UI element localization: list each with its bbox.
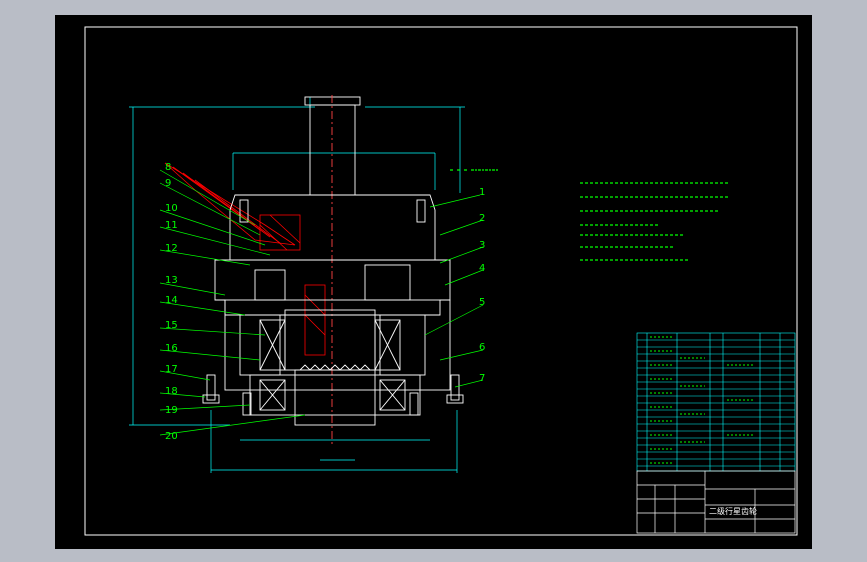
- technical-requirements: [450, 169, 730, 261]
- leader-lines: [159, 169, 484, 436]
- title-block-name: 二级行星齿轮: [709, 506, 757, 516]
- part-number-9: 9: [165, 178, 171, 189]
- part-number-17: 17: [165, 364, 178, 375]
- assembly-drawing: 1 2 3 4 5 6 7 8 9 10 11 12 13 14 15 16 1…: [84, 26, 798, 536]
- parts-list-entries: [650, 336, 755, 464]
- part-number-10: 10: [165, 203, 178, 214]
- title-block: [636, 470, 796, 534]
- part-number-14: 14: [165, 295, 178, 306]
- part-number-8: 8: [165, 162, 171, 173]
- dimension-lines: [129, 97, 465, 473]
- part-number-11: 11: [165, 220, 178, 231]
- drawing-border: [84, 26, 798, 536]
- part-number-19: 19: [165, 405, 178, 416]
- part-number-2: 2: [479, 213, 485, 224]
- part-number-4: 4: [479, 263, 485, 274]
- part-number-18: 18: [165, 386, 178, 397]
- part-number-7: 7: [479, 373, 485, 384]
- section-hatching: [164, 162, 326, 356]
- part-number-15: 15: [165, 320, 178, 331]
- part-number-1: 1: [479, 187, 485, 198]
- part-number-20: 20: [165, 431, 178, 442]
- part-number-labels: 1 2 3 4 5 6 7 8 9 10 11 12 13 14 15 16 1…: [165, 162, 485, 442]
- part-number-13: 13: [165, 275, 178, 286]
- part-number-16: 16: [165, 343, 178, 354]
- assembly-outline: [202, 95, 464, 445]
- drawing-sheet[interactable]: 1 2 3 4 5 6 7 8 9 10 11 12 13 14 15 16 1…: [55, 15, 812, 549]
- part-number-3: 3: [479, 240, 485, 251]
- part-number-5: 5: [479, 297, 485, 308]
- part-number-12: 12: [165, 243, 178, 254]
- part-number-6: 6: [479, 342, 485, 353]
- parts-list-table: [636, 332, 796, 472]
